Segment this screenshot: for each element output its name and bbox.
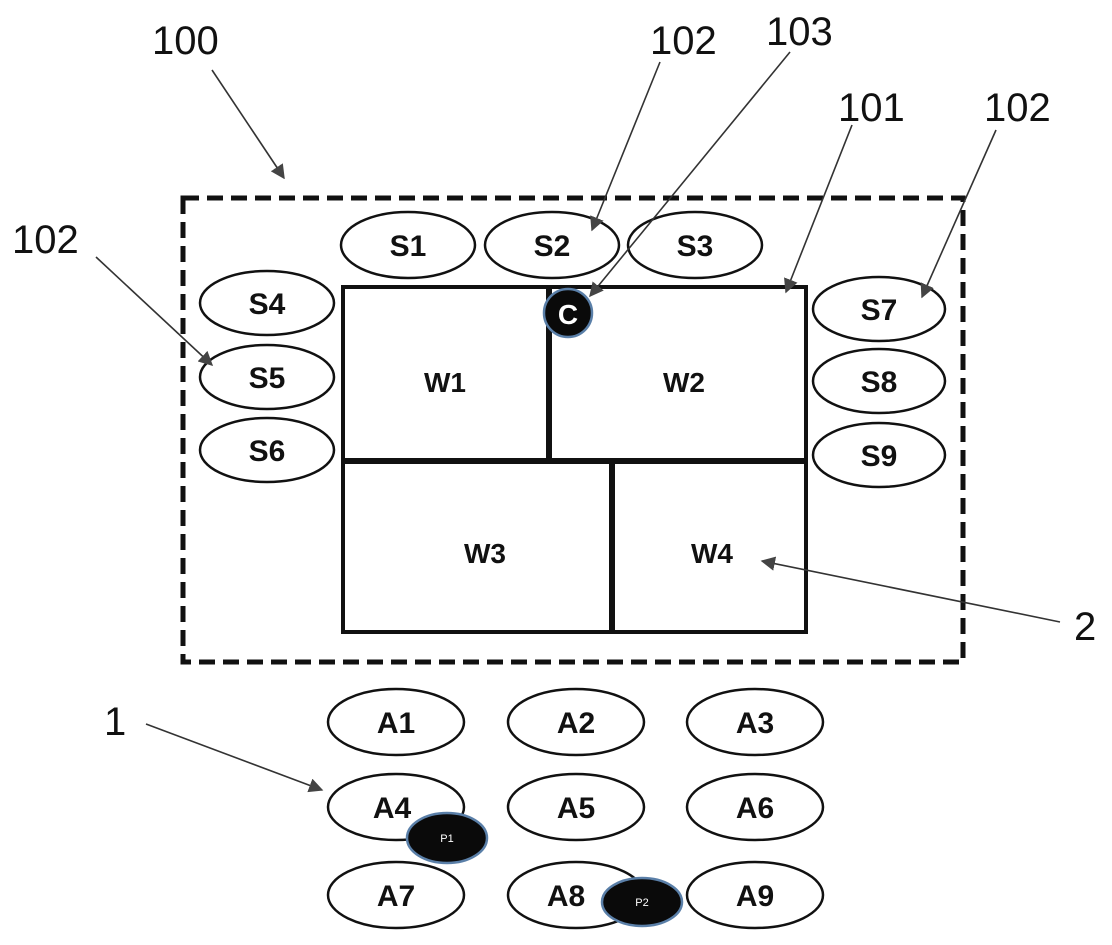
system-boundary: [180, 195, 966, 665]
secondary-oval-s4[interactable]: S4: [198, 269, 336, 337]
leader-101: [784, 124, 853, 294]
window-w3-label: W3: [464, 538, 506, 569]
ref-101: 101: [838, 86, 905, 130]
secondary-oval-s1[interactable]: S1: [339, 210, 477, 280]
input-oval-a8-label: A8: [547, 880, 585, 913]
secondary-oval-s3-label: S3: [677, 230, 714, 263]
input-oval-a7[interactable]: A7: [326, 860, 466, 930]
secondary-oval-s9-label: S9: [861, 440, 898, 473]
secondary-oval-s7[interactable]: S7: [811, 275, 947, 343]
leader-100: [211, 69, 285, 180]
input-oval-a2[interactable]: A2: [506, 687, 646, 757]
input-oval-a7-label: A7: [377, 880, 415, 913]
ref-102-top: 102: [650, 19, 717, 63]
input-oval-a4-label: A4: [373, 792, 412, 825]
input-oval-a5[interactable]: A5: [506, 772, 646, 842]
input-oval-a9[interactable]: A9: [685, 860, 825, 930]
input-oval-a6-label: A6: [736, 792, 774, 825]
secondary-oval-s7-label: S7: [861, 294, 898, 327]
secondary-oval-s1-label: S1: [390, 230, 427, 263]
pointer-p1-label: P1: [440, 833, 453, 845]
secondary-oval-s4-label: S4: [249, 288, 286, 321]
window-w4-label: W4: [691, 538, 733, 569]
leader-102-top: [590, 61, 661, 232]
secondary-oval-s6-label: S6: [249, 435, 286, 468]
secondary-oval-s2-label: S2: [534, 230, 571, 263]
input-oval-a3-label: A3: [736, 707, 774, 740]
input-oval-a3[interactable]: A3: [685, 687, 825, 757]
leader-2: [760, 556, 1061, 623]
ref-100: 100: [152, 19, 219, 63]
window-w4[interactable]: [611, 460, 808, 634]
pointer-p2-label: P2: [635, 897, 648, 909]
window-w1-label: W1: [424, 367, 466, 398]
leader-102-left: [95, 256, 214, 366]
input-oval-a1[interactable]: A1: [326, 687, 466, 757]
secondary-oval-s8[interactable]: S8: [811, 347, 947, 415]
secondary-oval-s8-label: S8: [861, 366, 898, 399]
input-oval-a5-label: A5: [557, 792, 595, 825]
input-oval-a9-label: A9: [736, 880, 774, 913]
input-oval-a2-label: A2: [557, 707, 595, 740]
ref-102-left: 102: [12, 218, 79, 262]
ref-2: 2: [1074, 605, 1096, 649]
cursor-marker-label: C: [558, 299, 578, 330]
leader-102-right: [920, 129, 997, 299]
window-w2-label: W2: [663, 367, 705, 398]
secondary-oval-s6[interactable]: S6: [198, 416, 336, 484]
secondary-oval-s2[interactable]: S2: [483, 210, 621, 280]
ref-103: 103: [766, 10, 833, 54]
input-oval-a1-label: A1: [377, 707, 415, 740]
secondary-oval-s5[interactable]: S5: [198, 343, 336, 411]
leader-103: [589, 51, 791, 298]
ref-1: 1: [104, 700, 126, 744]
pointer-p1[interactable]: P1: [405, 811, 489, 865]
display-area: W1 W2 W3 W4: [341, 285, 808, 634]
secondary-oval-s5-label: S5: [249, 362, 286, 395]
leader-1: [145, 723, 324, 793]
cursor-marker[interactable]: C: [542, 287, 594, 339]
pointer-p2[interactable]: P2: [600, 876, 684, 928]
ref-102-right: 102: [984, 86, 1051, 130]
secondary-oval-s9[interactable]: S9: [811, 421, 947, 489]
input-oval-a6[interactable]: A6: [685, 772, 825, 842]
secondary-oval-s3[interactable]: S3: [626, 210, 764, 280]
